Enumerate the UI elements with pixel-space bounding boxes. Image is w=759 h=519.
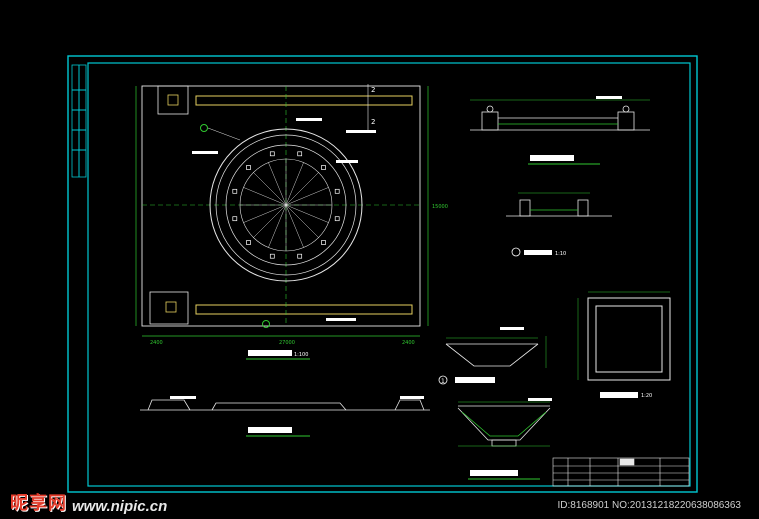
- nozzle-mark: [297, 151, 303, 157]
- radial-line: [285, 172, 319, 206]
- section-detail-a: [470, 96, 650, 165]
- nozzle-mark: [246, 240, 251, 245]
- section-marker-lower: 2: [371, 118, 375, 126]
- fountain-elevation: [140, 396, 430, 437]
- planter-section: [457, 398, 552, 480]
- radial-line: [285, 187, 329, 206]
- dim-side: 15000: [432, 204, 448, 210]
- dim-half-a: 2400: [150, 340, 163, 346]
- plan2-scale: 1:20: [641, 393, 652, 399]
- radial-line: [268, 204, 287, 248]
- fountain-plan-view: 2 2 27000 2400 2400 15000 1:100: [135, 84, 448, 360]
- nozzle-mark: [232, 216, 238, 222]
- nozzle-mark: [297, 253, 303, 259]
- section-marker-upper: 2: [371, 86, 375, 94]
- nozzle-mark: [269, 253, 275, 259]
- title-block: [552, 457, 690, 487]
- radial-line: [285, 204, 319, 238]
- nozzle-mark: [269, 151, 275, 157]
- radial-line: [253, 172, 287, 206]
- dim-half-b: 2400: [402, 340, 415, 346]
- radial-line: [243, 204, 287, 223]
- planter-plan: 1:20: [577, 291, 671, 399]
- plan-scale: 1:100: [294, 352, 308, 358]
- radial-line: [285, 204, 304, 248]
- radial-line: [243, 187, 287, 206]
- radial-line: [268, 162, 287, 206]
- detail-scale: 1:10: [555, 251, 566, 257]
- radial-line: [285, 204, 329, 223]
- nozzle-mark: [246, 165, 251, 170]
- section-marker-circle: 1: [441, 378, 445, 385]
- nozzle-mark: [321, 240, 326, 245]
- watermark-url: www.nipic.cn: [72, 498, 168, 515]
- planter-elevation: 1: [438, 327, 547, 385]
- nozzle-mark: [321, 165, 326, 170]
- nozzle-mark: [232, 188, 238, 194]
- sheet-frame: [67, 55, 698, 493]
- dim-total-width: 27000: [279, 340, 295, 346]
- radial-line: [253, 204, 287, 238]
- watermark-id: ID:8168901 NO:20131218220638086363: [557, 500, 742, 511]
- nozzle-mark: [334, 188, 340, 194]
- nozzle-mark: [334, 216, 340, 222]
- section-detail-b: 1:10: [506, 192, 612, 257]
- watermark-logo: 昵享网: [10, 493, 67, 513]
- radial-line: [285, 162, 304, 206]
